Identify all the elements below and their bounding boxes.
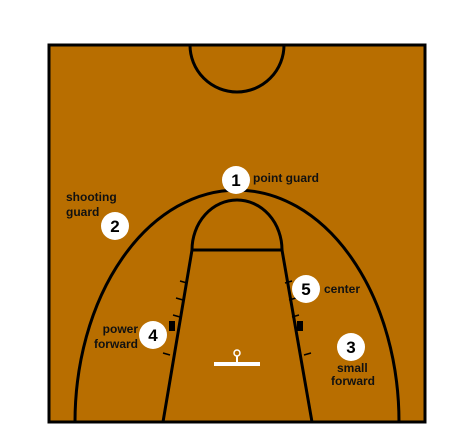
player-3: 3 small forward [331,333,375,388]
lane-mark [179,280,188,284]
player-label: point guard [253,171,319,185]
player-label-line-1: shooting [66,190,117,204]
player-label: center [324,282,360,296]
lane-mark [162,352,171,356]
basket [214,349,260,366]
lane-mark [303,352,312,356]
lane-marks-right [284,280,312,356]
player-number: 4 [148,326,158,345]
player-1: 1 point guard [222,166,319,194]
lane-marks-left [162,280,188,356]
player-number: 3 [346,338,355,357]
player-label-line-1: power [103,322,139,336]
lane-mark [172,314,181,318]
center-circle [188,44,286,94]
player-marker [101,212,129,240]
player-marker [222,166,250,194]
lane-mark [284,280,293,284]
player-marker [139,321,167,349]
lane-block-left [169,321,175,331]
player-marker [337,333,365,361]
player-2: 2 shooting guard [66,190,129,240]
player-label-line-2: forward [331,374,375,388]
backboard [214,362,260,366]
player-5: 5 center [292,275,360,303]
player-label-line-1: small [337,361,368,375]
player-label-line-2: guard [66,205,99,219]
rim [233,349,241,357]
lane-mark [291,314,300,318]
player-marker [292,275,320,303]
lane-mark [288,297,297,301]
lane-mark [175,297,184,301]
key-lane [161,248,314,423]
player-number: 2 [110,217,119,236]
lane-block-right [297,321,303,331]
player-number: 1 [231,171,240,190]
player-4: 4 power forward [94,321,167,351]
player-number: 5 [301,280,310,299]
player-label-line-2: forward [94,337,138,351]
free-throw-circle [190,198,284,251]
